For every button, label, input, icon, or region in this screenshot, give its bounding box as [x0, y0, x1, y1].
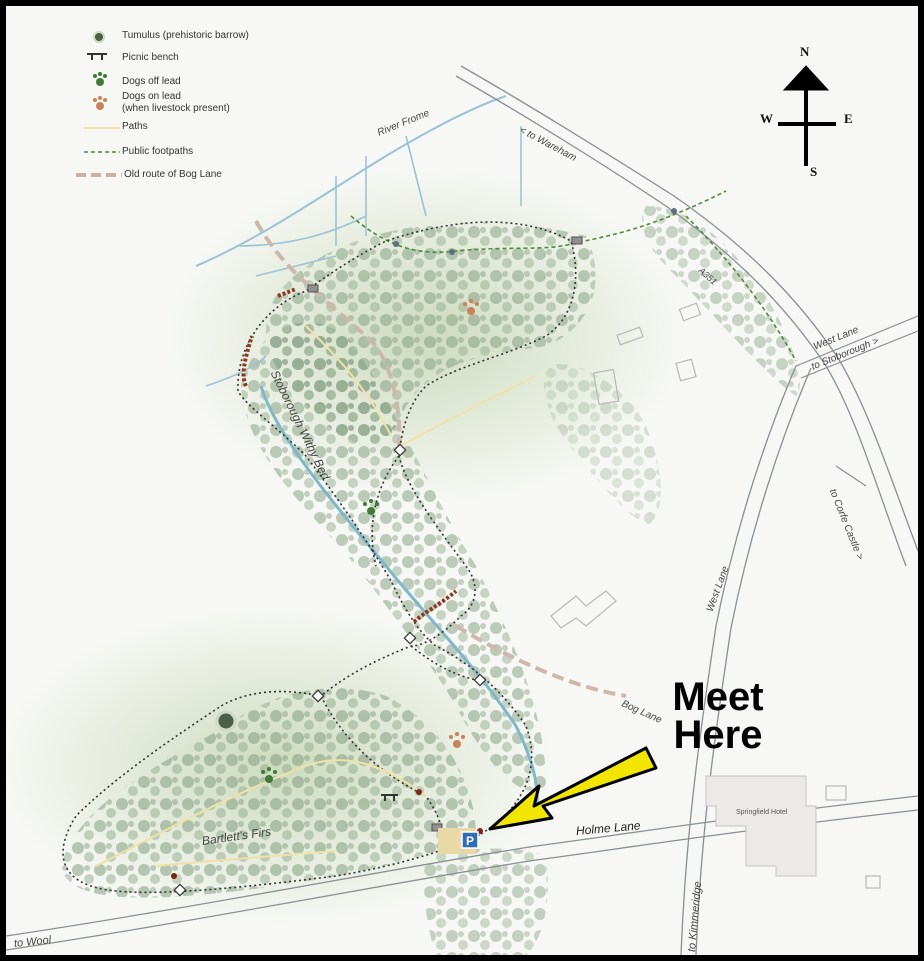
walking-route [62, 221, 577, 894]
legend-footpaths: Public footpaths [122, 146, 194, 157]
compass-s: S [810, 164, 818, 179]
springfield-hotel-building [705, 775, 817, 877]
route-gates [173, 443, 487, 897]
parking-letter: P [466, 834, 474, 848]
label-springfield-hotel: Springfield Hotel [736, 809, 788, 816]
boardwalk-west [241, 335, 254, 387]
route-stiles [307, 236, 583, 832]
legend-dogs-on-note: (when livestock present) [122, 103, 230, 114]
compass-w: W [760, 111, 773, 126]
meet-here-arrow [488, 746, 658, 831]
legend-bog-lane-icon [76, 173, 122, 177]
road-a351 [455, 75, 907, 567]
road-corfe-junction [835, 465, 867, 487]
picnic-bench-symbol [381, 794, 398, 801]
paths-yellow [95, 325, 537, 867]
road-west-lane [680, 365, 797, 955]
old-bog-lane-route [254, 220, 627, 698]
parking-sign [461, 831, 479, 849]
boardwalk-north [277, 287, 297, 298]
meet-here-label: Meet Here [658, 675, 778, 757]
legend-footpaths-icon [84, 151, 120, 153]
dogs-on-lead-south-symbol [449, 732, 465, 748]
woodland-withy-bed [241, 322, 546, 792]
road-a351-edge [460, 65, 918, 552]
compass-e: E [844, 111, 853, 126]
legend-tumulus: Tumulus (prehistoric barrow) [122, 30, 249, 41]
stream-network [205, 126, 522, 387]
woodland-roadside [642, 206, 800, 396]
legend-picnic-icon [87, 53, 107, 60]
woodland-south-strip [424, 848, 548, 955]
woodland-bartletts-firs [61, 687, 476, 898]
legend-paths-icon [84, 127, 120, 129]
legend-dogs-on: Dogs on lead [122, 91, 181, 102]
route-posts [393, 208, 677, 255]
compass-n: N [800, 44, 810, 59]
compass-rose [778, 65, 836, 166]
legend-tumulus-icon [93, 31, 105, 43]
road-west-lane-edge [695, 367, 812, 955]
legend-dogs-off-icon [93, 72, 107, 86]
withy-bed-stream [259, 385, 539, 817]
road-to-stoborough [795, 315, 918, 379]
map-canvas: P [6, 65, 918, 955]
public-footpath-north [350, 190, 727, 254]
dogs-off-lead-firs-symbol [261, 767, 277, 783]
dogs-on-lead-north-symbol [463, 299, 479, 315]
meet-here-line-2: Here [673, 713, 763, 757]
river-frome [195, 95, 507, 267]
walking-route-inner [320, 455, 482, 832]
dogs-off-lead-withy-symbol [363, 499, 379, 515]
legend-dogs-off: Dogs off lead [122, 76, 181, 87]
boardwalk-withy-bed [412, 589, 458, 624]
legend-dogs-on-icon [93, 96, 107, 110]
meet-here-line-1: Meet [672, 675, 764, 719]
woodland-scattered [544, 364, 661, 526]
map-frame: P Tumulus (prehistoric barrow) Picnic be… [6, 6, 918, 955]
legend-picnic: Picnic bench [122, 52, 179, 63]
tumulus-symbol [215, 710, 237, 732]
legend-bog-lane: Old route of Bog Lane [124, 169, 222, 180]
buildings [550, 302, 881, 889]
legend-paths: Paths [122, 121, 148, 132]
